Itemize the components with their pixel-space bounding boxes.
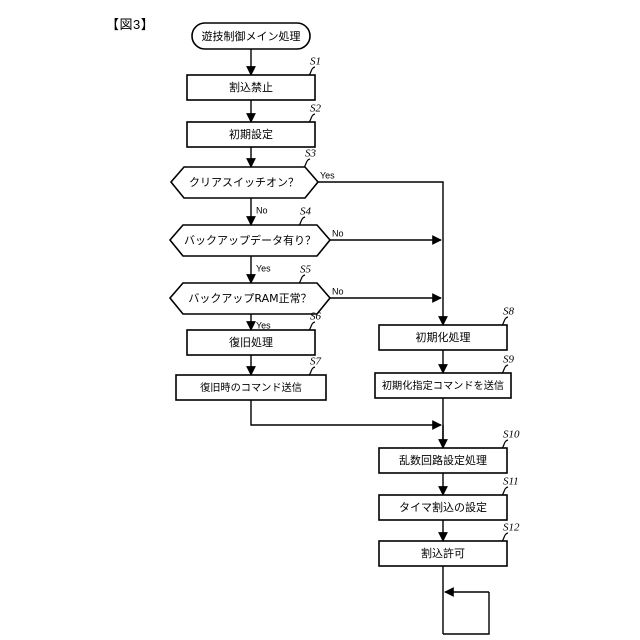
node-s5-label: バックアップRAM正常？ xyxy=(188,292,311,305)
step-label-s8: S8 xyxy=(503,306,515,318)
node-s7-label: 復旧時のコマンド送信 xyxy=(200,381,302,394)
node-start[interactable]: 遊技制御メイン処理 xyxy=(191,22,311,50)
node-s5[interactable]: バックアップRAM正常？ xyxy=(168,282,332,315)
node-s7[interactable]: 復旧時のコマンド送信 xyxy=(175,374,327,401)
node-s6-shape xyxy=(186,329,316,356)
node-s8[interactable]: 初期化処理 xyxy=(378,324,508,351)
connector-loop-return-path xyxy=(443,592,490,635)
node-s7-shape xyxy=(175,374,327,401)
node-s6-label: 復旧処理 xyxy=(229,336,273,349)
node-s10-label: 乱数回路設定処理 xyxy=(399,453,487,467)
step-label-s3: S3 xyxy=(305,148,317,160)
node-s9-shape xyxy=(374,372,512,399)
node-s8-label: 初期化処理 xyxy=(416,330,471,344)
step-label-s11: S11 xyxy=(503,476,519,488)
node-s2-shape xyxy=(186,121,316,148)
node-s11[interactable]: タイマ割込の設定 xyxy=(378,494,508,521)
node-s3-label: クリアスイッチオン？ xyxy=(189,176,299,189)
edge-label-s5-no: No xyxy=(332,286,344,296)
edge-label-s4-yes: Yes xyxy=(256,263,271,273)
step-label-s12: S12 xyxy=(503,522,520,534)
node-s1-shape xyxy=(186,74,316,101)
node-s3[interactable]: クリアスイッチオン？ xyxy=(169,166,320,199)
step-label-s7: S7 xyxy=(310,356,322,368)
step-label-s1: S1 xyxy=(310,56,321,68)
node-s4[interactable]: バックアップデータ有り？ xyxy=(168,224,332,257)
node-s1[interactable]: 割込禁止 xyxy=(186,74,316,101)
connector-s7-to-trunk xyxy=(250,400,442,430)
node-s12[interactable]: 割込許可 xyxy=(378,540,508,567)
step-label-s9: S9 xyxy=(503,354,515,366)
node-s5-shape xyxy=(168,282,332,315)
node-start-shape xyxy=(191,22,311,50)
step-label-s4: S4 xyxy=(300,206,312,218)
node-s11-label: タイマ割込の設定 xyxy=(399,500,487,514)
node-s11-shape xyxy=(378,494,508,521)
node-s8-shape xyxy=(378,324,508,351)
edge-label-s3-yes: Yes xyxy=(320,170,335,180)
step-label-s6: S6 xyxy=(310,311,322,323)
step-label-s10: S10 xyxy=(503,429,520,441)
node-s2-label: 初期設定 xyxy=(229,127,273,141)
step-label-s2: S2 xyxy=(310,103,322,115)
node-s4-shape xyxy=(168,224,332,257)
node-s10[interactable]: 乱数回路設定処理 xyxy=(378,447,508,474)
node-s10-shape xyxy=(378,447,508,474)
node-s9-label: 初期化指定コマンドを送信 xyxy=(382,379,504,392)
node-s12-label: 割込許可 xyxy=(421,546,465,560)
node-start-label: 遊技制御メイン処理 xyxy=(202,29,301,43)
edge-label-s3-no: No xyxy=(256,205,268,215)
node-s4-label: バックアップデータ有り？ xyxy=(184,233,316,247)
node-s1-label: 割込禁止 xyxy=(229,80,273,94)
node-s2[interactable]: 初期設定 xyxy=(186,121,316,148)
figure-number-label: 【図3】 xyxy=(106,17,155,32)
edge-label-s4-no: No xyxy=(332,228,344,238)
step-label-s5: S5 xyxy=(300,264,312,276)
connector-s3-yes-to-s8 xyxy=(318,181,448,326)
node-s12-shape xyxy=(378,540,508,567)
node-s6[interactable]: 復旧処理 xyxy=(186,329,316,356)
node-s3-shape xyxy=(169,166,320,199)
node-s9[interactable]: 初期化指定コマンドを送信 xyxy=(374,372,512,399)
edge-label-s5-yes: Yes xyxy=(256,320,271,330)
